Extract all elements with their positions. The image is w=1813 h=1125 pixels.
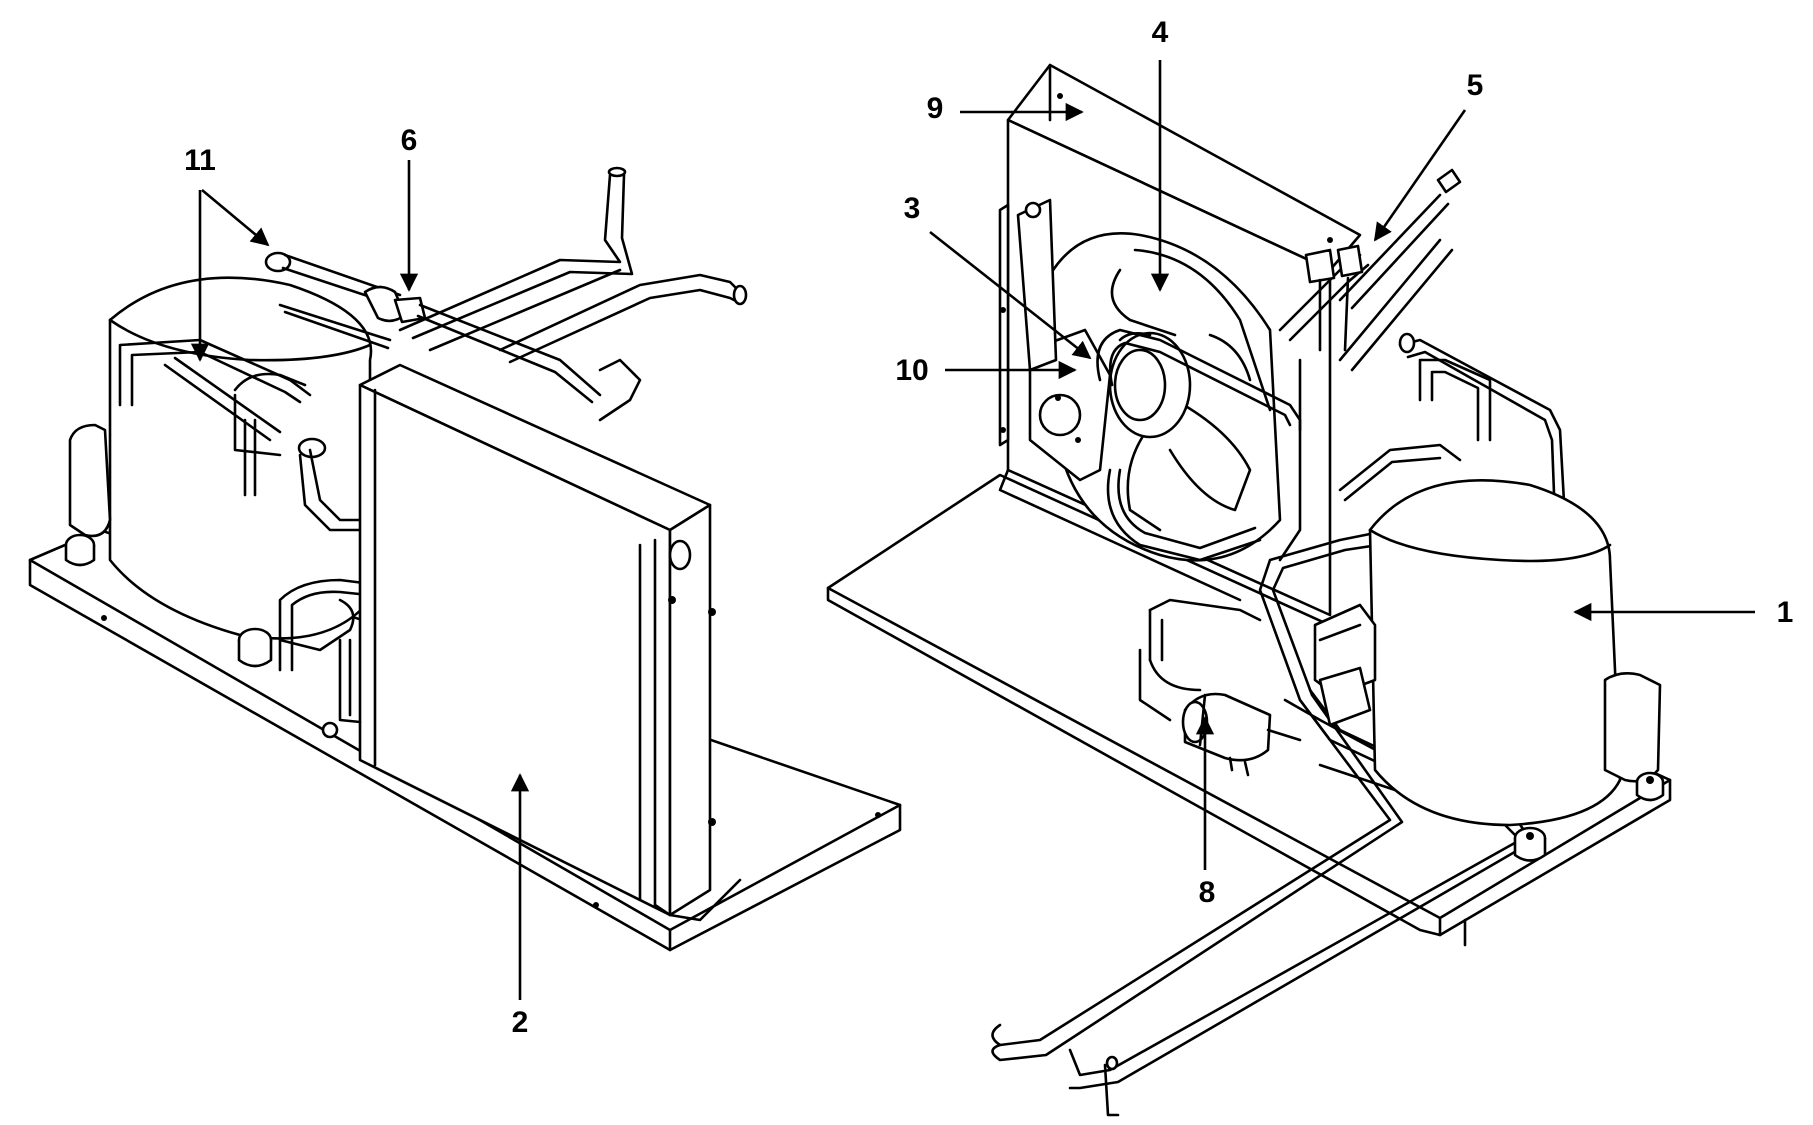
- right-condenser-frame: [998, 63, 1362, 617]
- callout-9: 9: [927, 92, 944, 125]
- callout-10: 10: [895, 354, 928, 387]
- callout-3: 3: [904, 192, 921, 225]
- left-condenser-panel: [321, 363, 742, 922]
- leader-11a: [201, 189, 270, 247]
- right-condensing-unit: [826, 63, 1672, 1117]
- callout-2: 2: [512, 1006, 529, 1039]
- right-compressor: [1313, 479, 1665, 862]
- callout-6: 6: [401, 124, 418, 157]
- callout-11: 11: [184, 144, 216, 177]
- callout-1: 1: [1777, 596, 1794, 629]
- callout-5: 5: [1467, 69, 1484, 102]
- right-tubing-bundle: [991, 332, 1567, 1117]
- right-pressure-controls: [1278, 168, 1462, 432]
- left-rear-tubing: [398, 166, 748, 422]
- left-condensing-unit: [28, 166, 902, 952]
- callout-leaders: [190, 60, 1755, 1000]
- leader-5: [1373, 109, 1467, 242]
- callout-4: 4: [1152, 16, 1169, 49]
- callout-labels: 1 2 3 4 5 6 8 9 10 11: [184, 16, 1793, 1039]
- left-filter-drier-assembly: [264, 251, 602, 404]
- leader-3: [929, 230, 1092, 360]
- callout-8: 8: [1199, 876, 1216, 909]
